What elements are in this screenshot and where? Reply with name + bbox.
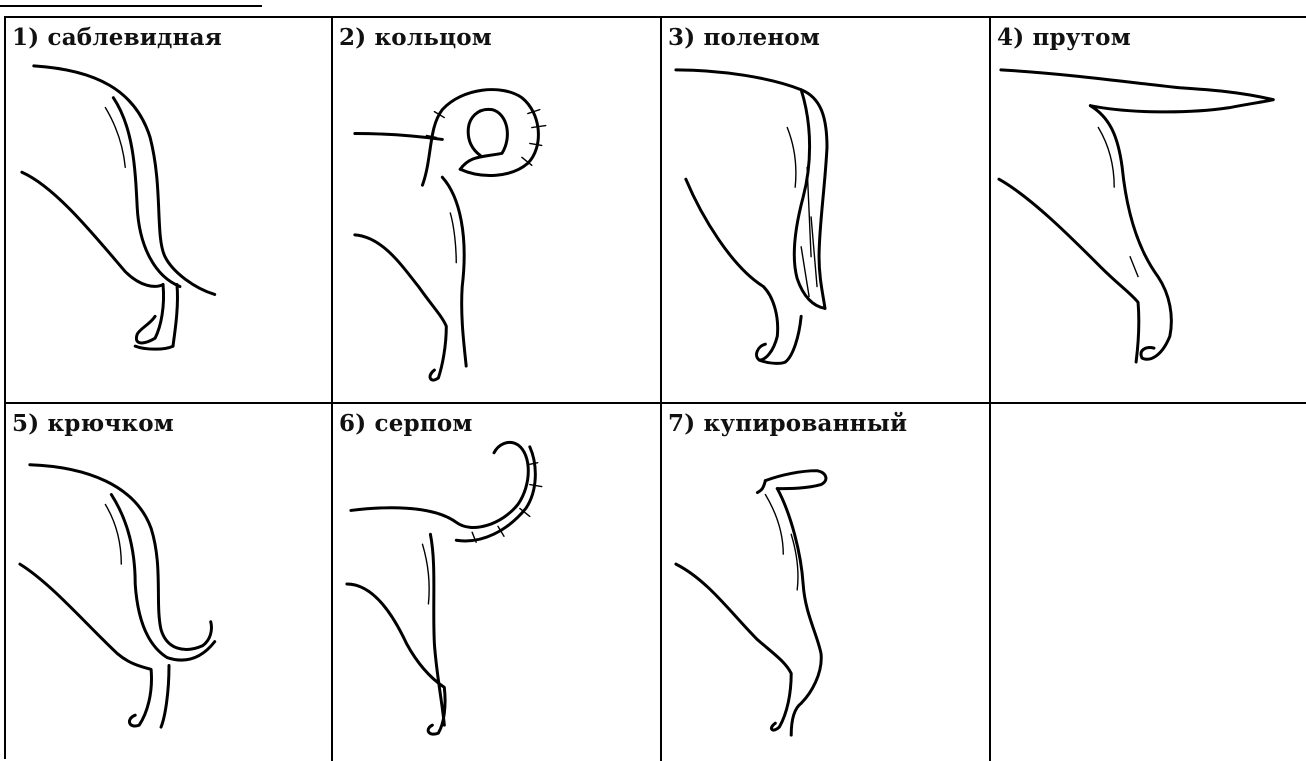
docked-tail-icon (662, 404, 989, 761)
log-tail-icon (662, 18, 989, 402)
tail-shapes-table: 1) саблевидная 2) кольцом 3) поленом (4, 16, 1306, 759)
tail-cell-hook: 5) крючком (6, 404, 333, 761)
rod-tail-icon (991, 18, 1306, 402)
header-rule (0, 5, 262, 7)
tail-cell-log: 3) поленом (662, 18, 991, 404)
empty-cell (991, 404, 1306, 761)
hook-tail-icon (6, 404, 331, 761)
tail-cell-rod: 4) прутом (991, 18, 1306, 404)
sabre-tail-icon (6, 18, 331, 402)
tail-cell-ring: 2) кольцом (333, 18, 662, 404)
sickle-tail-icon (333, 404, 660, 761)
tail-cell-docked: 7) купированный (662, 404, 991, 761)
ring-tail-icon (333, 18, 660, 402)
tail-cell-sickle: 6) серпом (333, 404, 662, 761)
tail-cell-sabre: 1) саблевидная (6, 18, 333, 404)
